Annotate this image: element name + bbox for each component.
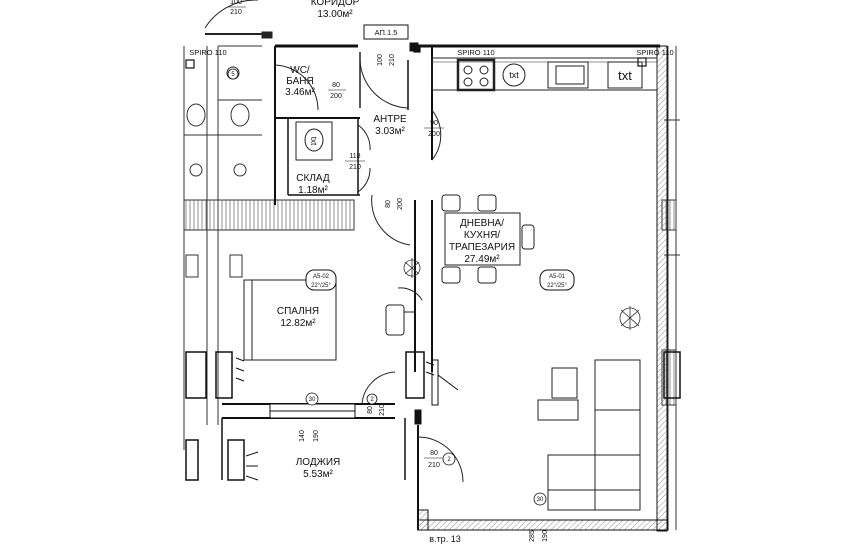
svg-text:140: 140 <box>299 430 306 442</box>
living-name-3: ТРАПЕЗАРИЯ <box>449 242 515 253</box>
svg-text:285: 285 <box>529 530 536 542</box>
svg-text:200: 200 <box>397 198 404 210</box>
svg-text:210: 210 <box>389 54 396 66</box>
svg-text:30: 30 <box>309 397 316 403</box>
svg-text:200: 200 <box>428 131 440 138</box>
svg-text:210: 210 <box>230 9 242 16</box>
room-labels: КОРИДОР 13.00м² WC/ БАНЯ 3.46м² АНТРЕ 3.… <box>277 0 515 480</box>
svg-text:80: 80 <box>385 200 392 208</box>
living-name-1: ДНЕВНА/ <box>460 218 504 229</box>
svg-text:22°/25°: 22°/25° <box>311 283 331 289</box>
wc-name-1: WC/ <box>290 65 310 76</box>
corridor-name: КОРИДОР <box>311 0 360 8</box>
temp-tag-living: A5-01 22°/25° <box>539 269 575 291</box>
svg-text:90: 90 <box>430 120 438 127</box>
txt-label: txt <box>618 68 632 83</box>
left-neighbour <box>183 45 355 450</box>
corridor-area: 13.00м² <box>317 9 353 20</box>
svg-text:210: 210 <box>349 164 361 171</box>
txt-label: txt <box>509 70 519 80</box>
doors <box>274 52 464 483</box>
living-name-2: КУХНЯ/ <box>464 230 500 241</box>
svg-text:80: 80 <box>367 406 374 414</box>
loggia-area: 5.53м² <box>303 469 333 480</box>
svg-text:АП.1.5: АП.1.5 <box>375 28 398 37</box>
vent-markers <box>185 45 647 69</box>
circle-label-text: 30 2 2 30 5 <box>231 72 544 503</box>
svg-text:100: 100 <box>230 0 242 6</box>
dimension-labels: 100 210 100 210 80 200 90 200 118 210 80… <box>228 0 549 542</box>
corridor-door <box>204 0 273 39</box>
svg-text:100: 100 <box>377 54 384 66</box>
spiro-label: SPIRO 110 <box>189 48 226 57</box>
spiro-label: SPIRO 110 <box>636 48 673 57</box>
living-area: 27.49м² <box>464 254 500 265</box>
svg-text:200: 200 <box>330 93 342 100</box>
kitchen-counter <box>431 57 658 92</box>
svg-text:118: 118 <box>349 153 360 160</box>
loggia-name: ЛОДЖИЯ <box>296 457 341 468</box>
txt-labels: txt txt txt <box>309 68 632 146</box>
spiro-labels: SPIRO 110 SPIRO 110 SPIRO 110 <box>189 48 673 57</box>
svg-text:22°/25°: 22°/25° <box>547 283 567 289</box>
antre-name: АНТРЕ <box>373 114 407 125</box>
stair-label: в.тр. 13 <box>429 534 460 544</box>
dining-set <box>441 194 535 284</box>
spiro-label: SPIRO 110 <box>457 48 494 57</box>
svg-text:80: 80 <box>430 450 438 457</box>
svg-text:210: 210 <box>428 462 440 469</box>
svg-text:80: 80 <box>332 82 340 89</box>
svg-text:2: 2 <box>447 457 451 463</box>
antre-area: 3.03м² <box>375 126 405 137</box>
svg-text:210: 210 <box>379 404 386 416</box>
windows <box>431 359 459 406</box>
desk-chair <box>385 287 423 336</box>
temp-tag-bedroom: A5-02 22°/25° <box>305 269 337 291</box>
svg-text:5: 5 <box>231 72 235 78</box>
bed <box>243 279 337 361</box>
radiator-units <box>185 351 681 481</box>
svg-text:A5-02: A5-02 <box>313 274 330 280</box>
svg-text:190: 190 <box>313 430 320 442</box>
sofa <box>537 359 641 511</box>
sklad-area: 1.18м² <box>298 185 328 196</box>
svg-text:30: 30 <box>537 497 544 503</box>
apartment-tag: АП.1.5 <box>363 24 409 40</box>
svg-text:190: 190 <box>542 530 549 542</box>
plant-icon <box>403 258 641 330</box>
bedroom-area: 12.82м² <box>280 318 316 329</box>
wc-name-2: БАНЯ <box>286 76 313 87</box>
sklad-name: СКЛАД <box>296 173 330 184</box>
bedroom-name: СПАЛНЯ <box>277 306 319 317</box>
svg-text:A5-01: A5-01 <box>549 274 566 280</box>
circle-labels <box>227 68 547 506</box>
svg-text:2: 2 <box>370 397 374 403</box>
txt-label: txt <box>309 137 318 146</box>
wc-area: 3.46м² <box>285 87 315 98</box>
bathroom-fixtures <box>226 66 333 161</box>
